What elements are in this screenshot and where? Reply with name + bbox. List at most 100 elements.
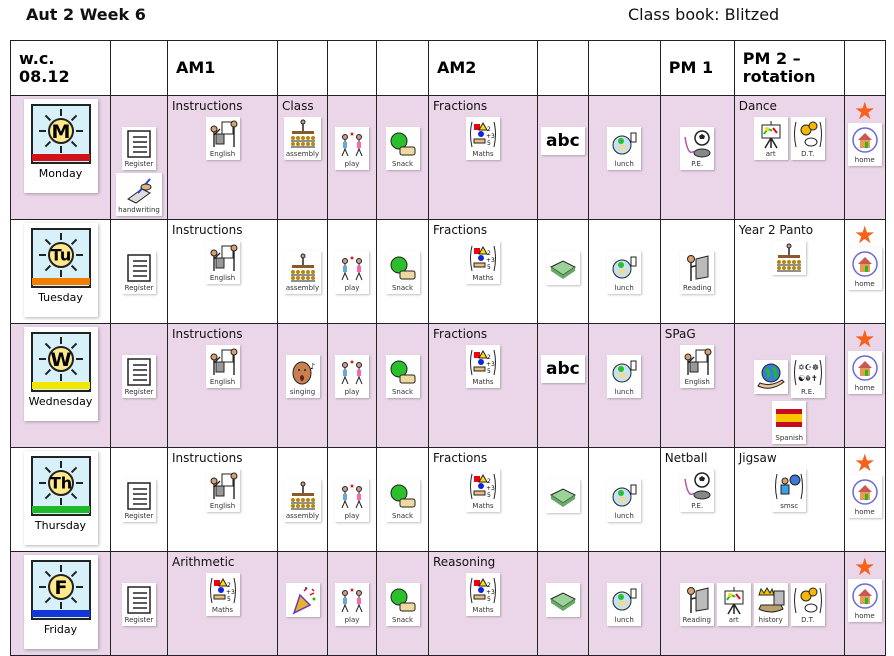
symbol-label: lunch xyxy=(614,616,634,624)
symbol-group: Snack xyxy=(380,583,425,626)
assembly-icon xyxy=(290,119,315,148)
timetable-cell: ★home xyxy=(843,551,886,656)
history-icon xyxy=(758,587,785,613)
symbol-group: home xyxy=(847,475,882,518)
maths-icon: 2+35 xyxy=(470,245,496,272)
svg-text:2: 2 xyxy=(487,582,491,589)
symbol-card-assembly: assembly xyxy=(283,479,322,522)
symbol-card-lunch: lunch xyxy=(607,355,642,398)
timetable-cell xyxy=(537,219,589,324)
symbol-card-lunch: lunch xyxy=(607,251,642,294)
svg-text:☯☬✝: ☯☬✝ xyxy=(798,374,818,383)
symbol-label: Spanish xyxy=(775,434,804,442)
symbol-card-book xyxy=(545,251,580,285)
symbol-group: P.E. xyxy=(664,127,731,170)
svg-text:♪: ♪ xyxy=(310,362,315,371)
symbol-label: English xyxy=(209,502,236,510)
day-name: Friday xyxy=(43,623,78,636)
timetable-cell: ★home xyxy=(843,219,886,324)
snack-icon xyxy=(390,132,415,156)
timetable-cell xyxy=(537,551,589,656)
timetable-cell: Snack xyxy=(376,447,429,552)
symbol-label: Register xyxy=(124,284,154,292)
symbol-label: P.E. xyxy=(691,502,704,510)
header-cell xyxy=(277,40,328,96)
register-icon xyxy=(127,254,151,282)
symbol-label: Maths xyxy=(472,274,494,282)
symbol-card-dt: D.T. xyxy=(790,117,825,160)
symbol-group: home xyxy=(847,247,882,290)
symbol-label: lunch xyxy=(614,512,634,520)
timetable-cell: Snack xyxy=(376,323,429,448)
lunch-icon xyxy=(612,588,637,611)
symbol-card-lunch: lunch xyxy=(607,479,642,522)
timetable-cell: Snack xyxy=(376,219,429,324)
timetable-cell: lunch xyxy=(587,447,661,552)
timetable-cell: Register xyxy=(110,219,168,324)
symbol-label: Snack xyxy=(391,388,414,396)
star-icon: ★ xyxy=(853,449,876,477)
symbol-label: home xyxy=(854,156,875,164)
symbol-group: Register xyxy=(114,583,164,626)
timetable-cell: Year 2 Panto xyxy=(733,219,845,324)
symbol-card-home: home xyxy=(847,351,882,394)
symbol-label: Register xyxy=(124,512,154,520)
day-letter: W xyxy=(50,349,71,371)
abc-icon: abc xyxy=(546,359,580,379)
lunch-icon xyxy=(612,360,637,383)
symbol-card-register: Register xyxy=(122,251,156,294)
symbol-label: English xyxy=(209,150,236,158)
svg-text:2: 2 xyxy=(487,354,491,361)
assembly-icon xyxy=(290,481,315,510)
header-cell: PM 1 xyxy=(659,40,735,96)
lesson-heading: Fractions xyxy=(433,223,488,237)
timetable-cell: Register xyxy=(110,447,168,552)
svg-text:5: 5 xyxy=(487,264,491,271)
symbol-card-english: English xyxy=(205,117,240,160)
symbol-label: Reading xyxy=(683,284,712,292)
symbol-group: ♪singing xyxy=(281,355,324,398)
symbol-label: D.T. xyxy=(801,616,815,624)
home-icon xyxy=(851,251,878,277)
symbol-label: Maths xyxy=(472,378,494,386)
symbol-card-home: home xyxy=(847,123,882,166)
timetable-cell: play xyxy=(327,323,377,448)
symbol-group: English xyxy=(171,241,274,284)
svg-text:5: 5 xyxy=(487,368,491,375)
maths-icon: 2+35 xyxy=(470,473,496,500)
symbol-group xyxy=(541,479,585,513)
svg-text:+3: +3 xyxy=(486,589,495,596)
day-cell: F Friday xyxy=(10,551,111,656)
svg-text:5: 5 xyxy=(227,596,231,603)
symbol-label: D.T. xyxy=(801,150,815,158)
symbol-card-pe: P.E. xyxy=(680,469,715,512)
handwriting-icon xyxy=(127,178,152,204)
svg-text:+3: +3 xyxy=(486,361,495,368)
header-cell: PM 2 – rotation xyxy=(733,40,845,96)
maths-icon: 2+35 xyxy=(470,349,496,376)
maths-icon: 2+35 xyxy=(470,121,496,148)
day-letter: M xyxy=(51,121,70,143)
symbol-group: ✡☪☸☯☬✝R.E.Spanish xyxy=(738,355,841,444)
symbol-card-book xyxy=(545,583,580,617)
lunch-icon xyxy=(612,484,637,507)
timetable-cell xyxy=(537,447,589,552)
timetable-cell: lunch xyxy=(587,323,661,448)
symbol-card-lunch: lunch xyxy=(607,583,642,626)
assembly-icon xyxy=(777,243,802,272)
maths-icon: 2+35 xyxy=(209,577,236,604)
lesson-heading: Instructions xyxy=(172,223,243,237)
sun-day-icon: F xyxy=(30,560,91,620)
header-cell: w.c. 08.12 xyxy=(10,40,111,96)
symbol-label: lunch xyxy=(614,388,634,396)
symbol-label: home xyxy=(854,280,875,288)
timetable-cell: abc xyxy=(537,323,589,448)
